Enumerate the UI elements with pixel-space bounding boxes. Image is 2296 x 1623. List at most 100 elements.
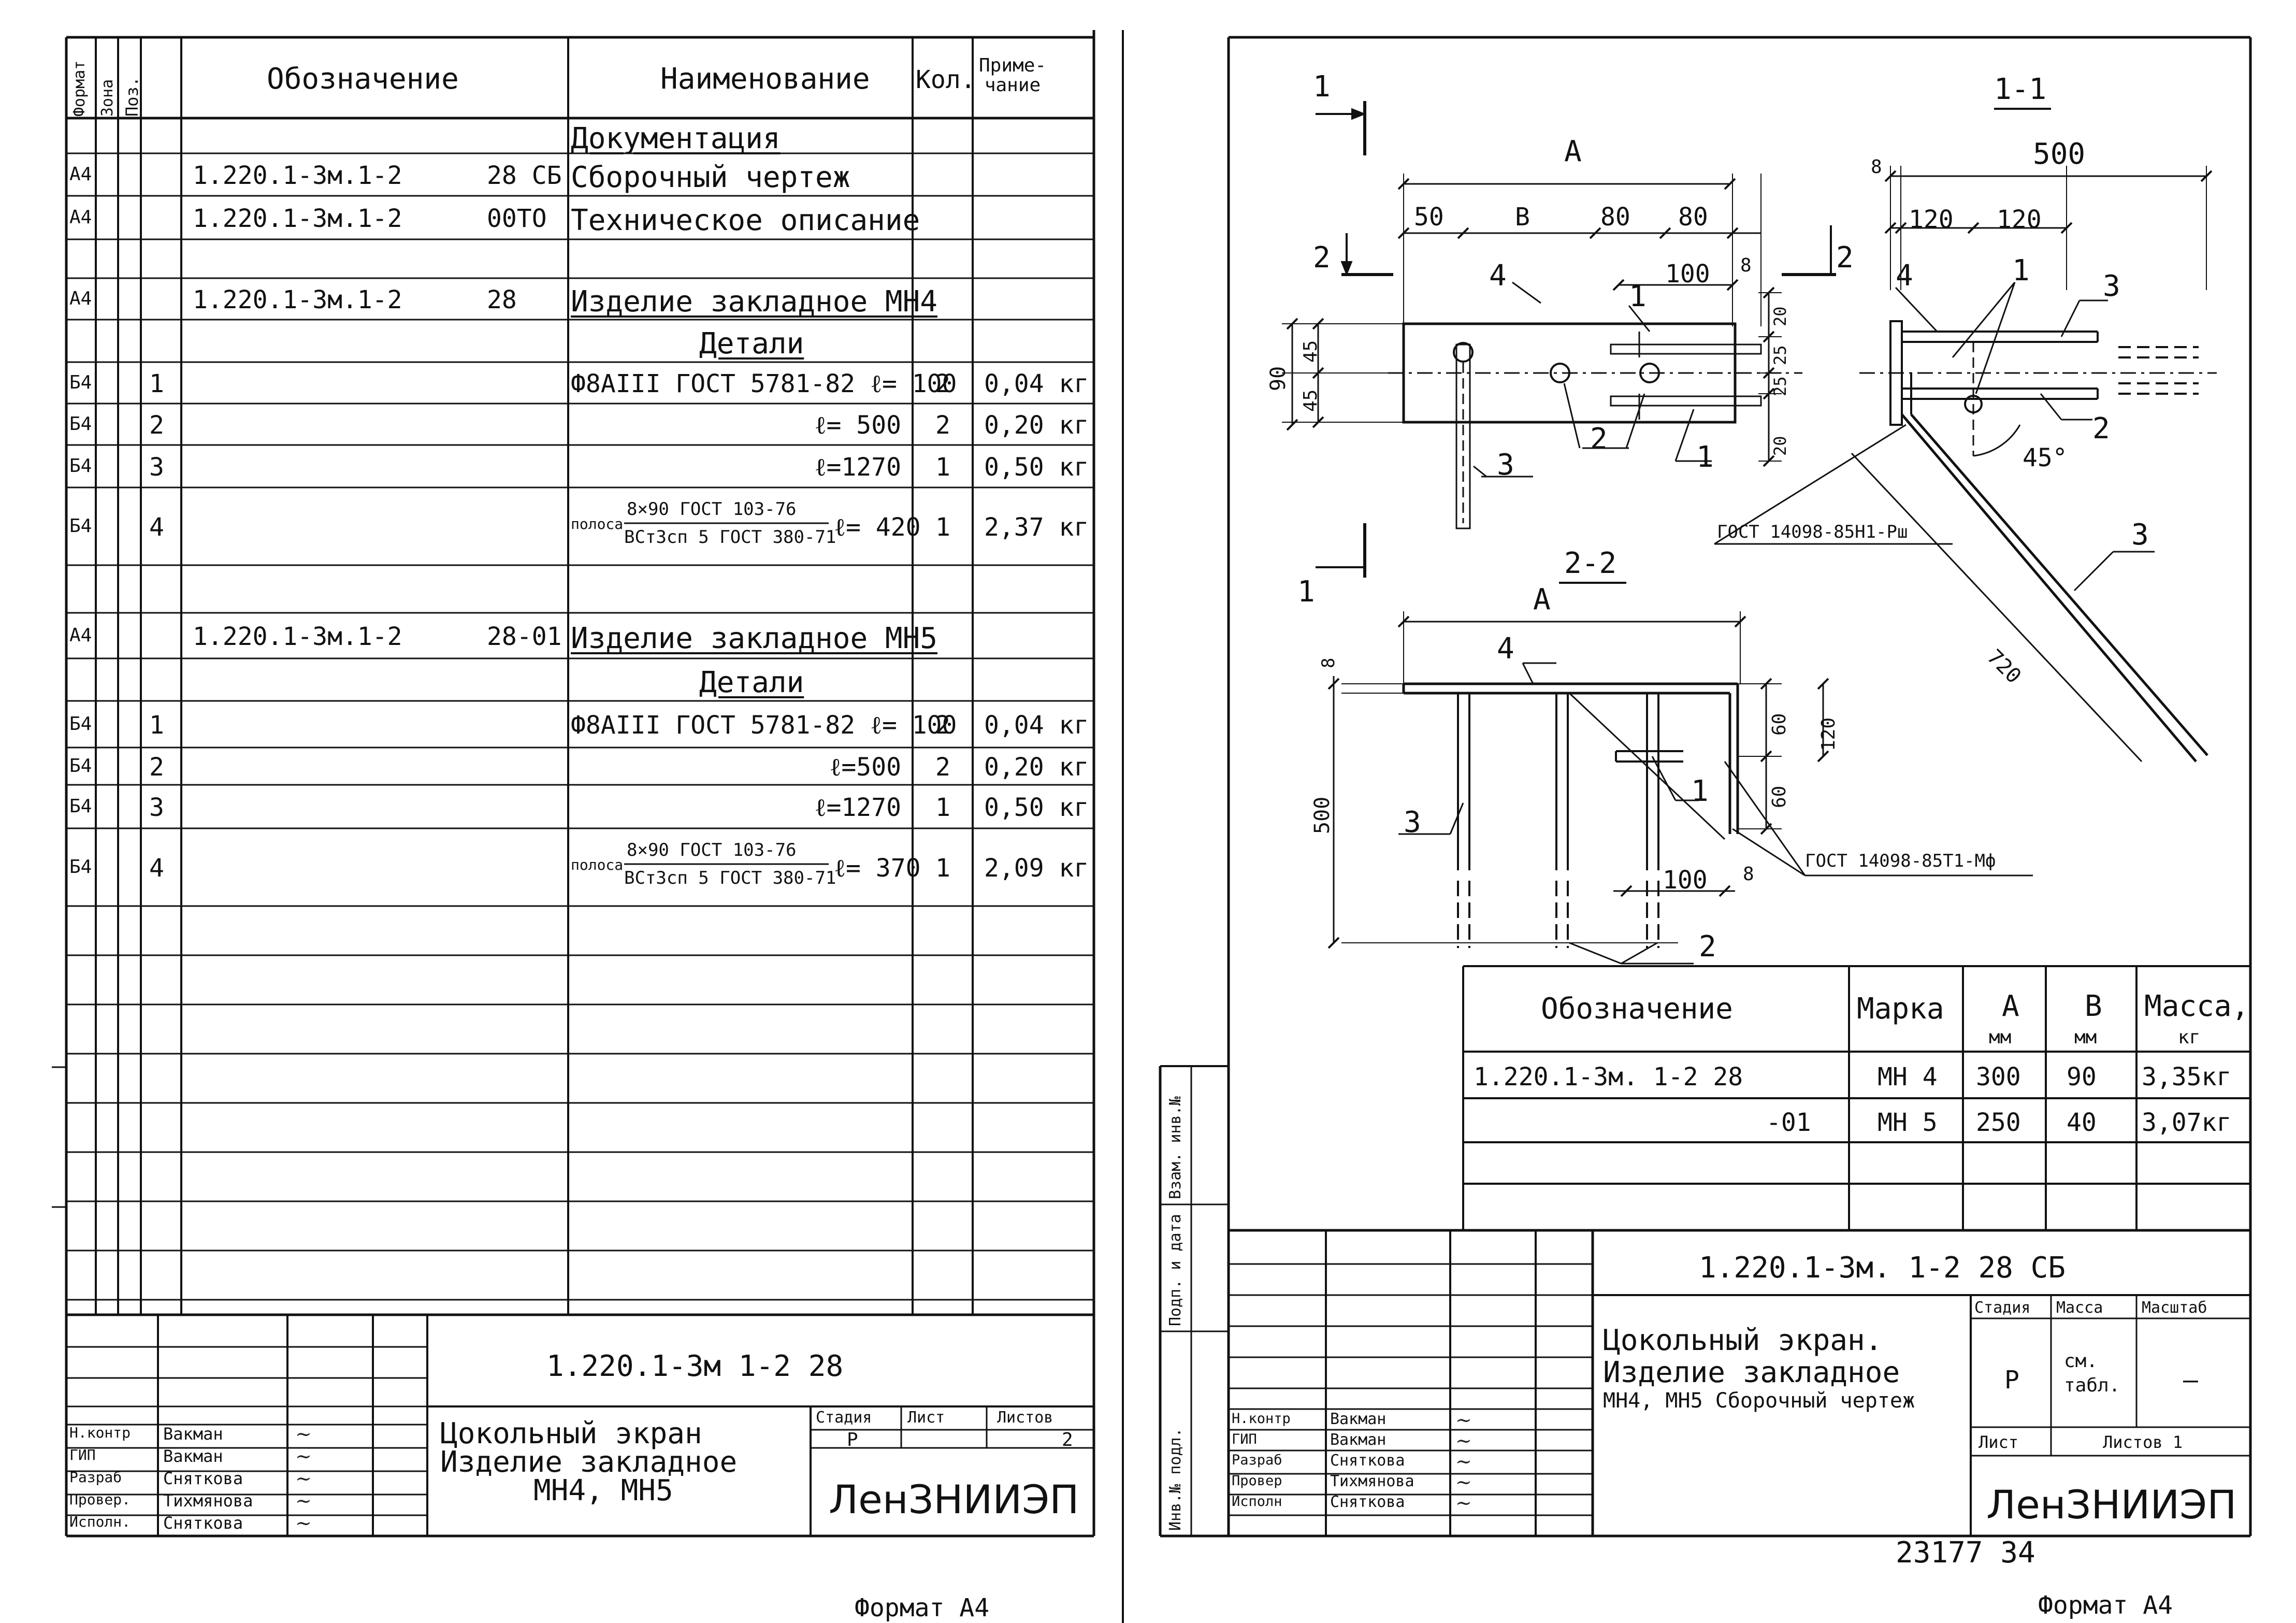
view-label-1: 1: [1313, 70, 1331, 104]
bar-hole: [1550, 363, 1570, 383]
dim-120: 120: [1909, 205, 1954, 234]
row-position: 4: [149, 854, 164, 883]
row-name: Изделие закладное МН5: [571, 622, 938, 655]
tb-sheets-label: Листов: [997, 1409, 1053, 1427]
tb-stage: Р: [2004, 1366, 2019, 1395]
dim-120: 120: [1997, 205, 2042, 234]
marks-mass: 3,35кг: [2142, 1062, 2232, 1091]
signature: ~: [295, 1467, 312, 1490]
tb-person: Сняткова: [163, 1469, 243, 1488]
strip-word: полоса: [571, 515, 624, 533]
dim-tick: [1612, 279, 1625, 291]
row-qty: 2: [935, 411, 950, 440]
section-1-1-label: 1-1: [1994, 73, 2047, 106]
dim-45: 45: [1300, 340, 1321, 363]
view-label-2: 2: [1313, 241, 1331, 275]
anchor-bar-1: [1610, 395, 1762, 407]
leader: [1625, 393, 1645, 449]
row-name: Сборочный чертеж: [571, 161, 850, 194]
leader: [1568, 692, 1726, 840]
dim-A-2: А: [1533, 583, 1551, 616]
callout-2: 2: [1590, 422, 1608, 456]
callout-4: 4: [1489, 259, 1507, 293]
tb-title-line: Цокольный экран.: [1603, 1324, 1883, 1357]
leader: [2060, 300, 2081, 337]
dim-25: 25: [1770, 376, 1790, 396]
header-designation: Обозначение: [267, 62, 459, 96]
leader: [1449, 802, 1464, 835]
leader: [1621, 942, 1658, 965]
row-position: 4: [149, 513, 164, 542]
marks-mass: 3,07кг: [2142, 1108, 2232, 1137]
row-name: Ф8АIII ГОСТ 5781-82 ℓ= 100: [571, 711, 957, 740]
callout-1: 1: [1629, 280, 1647, 313]
callout-3: 3: [1497, 448, 1514, 482]
row-note: 0,50 кг: [984, 793, 1089, 822]
callout-3: 3: [2103, 269, 2120, 303]
row-position: 1: [149, 369, 164, 398]
tb-role: Н.контр: [1232, 1411, 1291, 1427]
tb-role: Исполн: [1232, 1493, 1282, 1510]
row-format: А4: [69, 207, 92, 228]
tb-person: Тихмянова: [163, 1491, 253, 1511]
view-label-1b: 1: [1297, 575, 1315, 609]
tb-person: Вакман: [1330, 1410, 1387, 1428]
tb-role: ГИП: [69, 1446, 96, 1463]
row-code: 00ТО: [487, 204, 547, 233]
view-label-2b: 2: [1836, 241, 1854, 275]
leader: [2040, 393, 2062, 420]
row-name: Ф8АIII ГОСТ 5781-82 ℓ= 100: [571, 369, 957, 398]
dim-80: 80: [1678, 203, 1708, 232]
marks-a: 250: [1976, 1108, 2021, 1137]
row-format: А4: [69, 288, 92, 309]
header-qty: Кол.: [916, 65, 976, 94]
tb-mass-label: Масса: [2056, 1299, 2103, 1317]
anchor-bar-1: [1610, 343, 1762, 355]
tb-sheet-label: Лист: [907, 1409, 945, 1427]
dim-tick: [1589, 227, 1601, 239]
signature: ~: [295, 1423, 312, 1445]
dim-8: 8: [1318, 657, 1339, 668]
dim-tick: [1967, 222, 1980, 234]
dim-tick: [1286, 419, 1298, 431]
callout-2: 2: [2092, 412, 2110, 446]
tb-role: Провер.: [69, 1491, 131, 1508]
side-label: Подп. и дата: [1166, 1214, 1185, 1326]
dim-20: 20: [1770, 436, 1790, 456]
callout-1-2: 1: [1691, 774, 1709, 808]
leader: [1732, 828, 1806, 877]
dim-tick: [1312, 416, 1324, 428]
side-label: Инв.№ подл.: [1166, 1428, 1185, 1531]
anchor-bar-3: [1455, 343, 1471, 529]
bar-hole: [1453, 342, 1474, 363]
dim-100: 100: [1663, 866, 1708, 895]
tb-person: Тихмянова: [1330, 1472, 1414, 1490]
leader: [1895, 286, 1938, 333]
tb-stage-label: Стадия: [816, 1409, 872, 1427]
row-qty: 1: [935, 513, 950, 542]
tb-sheet-label: Лист: [1979, 1432, 2019, 1452]
leader: [1651, 756, 1677, 801]
row-position: 2: [149, 753, 164, 782]
tb-sheets: 2: [1062, 1429, 1073, 1450]
dim-tick: [1817, 750, 1829, 763]
bar-3-incline: [1901, 413, 2197, 763]
dim-20: 20: [1770, 306, 1790, 326]
row-qty: 1: [935, 453, 950, 482]
row-designation: 1.220.1-3м.1-2: [193, 285, 402, 314]
strip-numerator: 8×90 ГОСТ 103-76: [627, 840, 797, 860]
strip-word: полоса: [571, 856, 624, 873]
marks-h-b-unit: мм: [2074, 1027, 2097, 1048]
signature: ~: [1455, 1450, 1472, 1473]
row-name: ℓ=1270: [814, 453, 901, 482]
row-note: 0,20 кг: [984, 411, 1089, 440]
row-name: Детали: [699, 327, 804, 361]
row-qty: 2: [935, 753, 950, 782]
row-note: 2,09 кг: [984, 854, 1089, 883]
dim-100: 100: [1665, 260, 1710, 289]
tb-role: ГИП: [1232, 1431, 1257, 1447]
row-designation: 1.220.1-3м.1-2: [193, 204, 402, 233]
row-format: Б4: [69, 515, 92, 537]
